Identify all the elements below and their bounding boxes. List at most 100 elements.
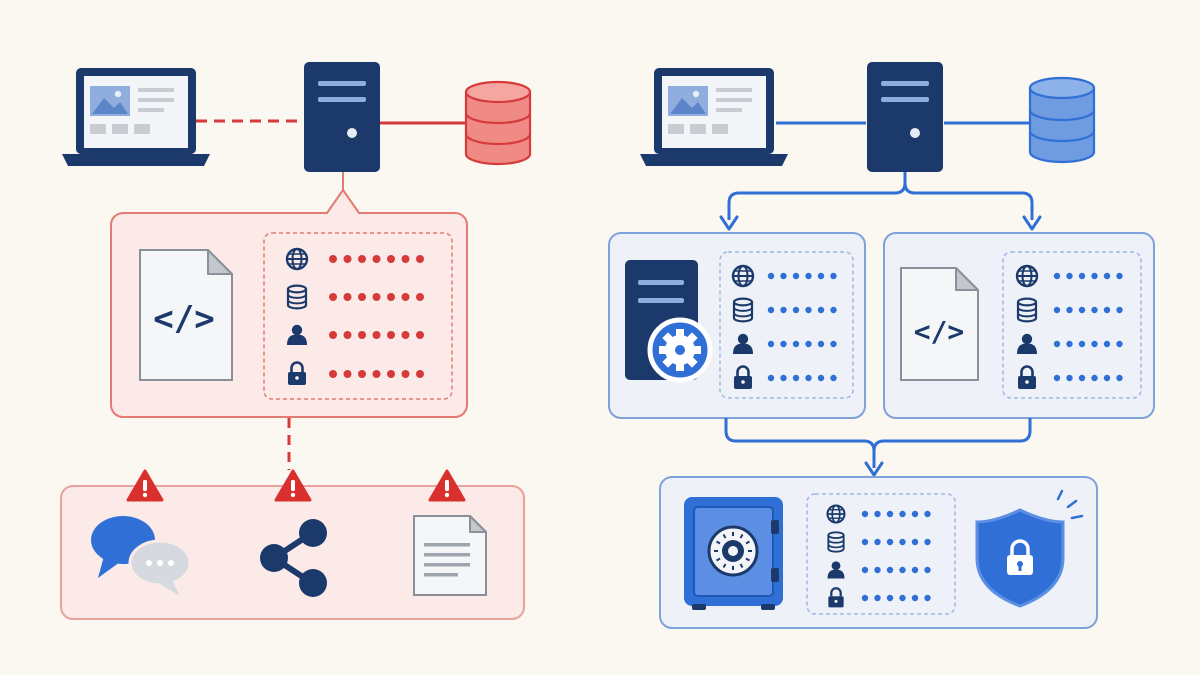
secret-dot (358, 331, 366, 339)
secret-dot (874, 594, 881, 602)
secret-dot (886, 510, 894, 518)
secret-dot (911, 538, 919, 546)
server-icon (867, 62, 943, 172)
secret-dot (1066, 374, 1073, 382)
secret-dot (416, 331, 424, 339)
secret-dot (1078, 340, 1086, 348)
dial-tick (745, 557, 750, 562)
secret-dot (1116, 306, 1123, 314)
secret-dot (780, 340, 787, 348)
secret-dot (1066, 340, 1073, 348)
secrets-list-box (719, 251, 854, 399)
secret-dot (767, 306, 775, 314)
masked-secret-dots (861, 510, 931, 602)
secret-dot (372, 293, 381, 301)
secret-dot (1091, 374, 1098, 382)
secret-dot (1053, 340, 1061, 348)
dial-tick (716, 557, 721, 562)
branch-arrow (727, 172, 907, 220)
secret-dot (911, 594, 919, 602)
secret-dot (1103, 306, 1111, 314)
secret-dot (767, 340, 775, 348)
code-glyph: </> (153, 299, 214, 339)
secret-dot (899, 538, 906, 546)
document-icon (413, 515, 487, 596)
secret-dot (924, 510, 931, 518)
secret-dot (886, 538, 894, 546)
secret-dot (805, 340, 812, 348)
secret-dot (817, 340, 825, 348)
secret-dot (401, 331, 410, 339)
secret-dot (780, 306, 787, 314)
secret-dot (911, 566, 919, 574)
arrow-head (1022, 215, 1042, 231)
secret-dot (1066, 272, 1073, 280)
secret-dot (1053, 272, 1061, 280)
secret-dot (1116, 272, 1123, 280)
secret-dot (924, 594, 931, 602)
chat-bubbles-icon (91, 516, 192, 596)
secret-dot (861, 538, 869, 546)
secret-dot (792, 340, 800, 348)
secret-dot (1116, 340, 1123, 348)
secret-dot (924, 538, 931, 546)
secret-dot (861, 594, 869, 602)
secret-dot (817, 306, 825, 314)
secrets-list-box (263, 232, 453, 400)
arrow-head (864, 461, 884, 477)
secret-dot (924, 566, 931, 574)
merge-arrow (872, 418, 1032, 452)
secret-dot (911, 510, 919, 518)
secret-dot (329, 370, 337, 378)
secret-dot (416, 370, 424, 378)
secret-dot (792, 374, 800, 382)
share-icon (260, 519, 327, 597)
secret-dot (343, 255, 352, 263)
secret-dot (792, 306, 800, 314)
masked-secret-dots (1053, 272, 1123, 382)
secret-dot (817, 374, 825, 382)
gear-tooth (676, 329, 684, 338)
gear-tooth (676, 362, 684, 371)
secret-dot (830, 374, 837, 382)
secret-dot (830, 340, 837, 348)
code-file-icon (900, 267, 979, 381)
server-gear-icon (625, 260, 713, 383)
secret-dot (1103, 340, 1111, 348)
secrets-list-box (1002, 251, 1142, 399)
secret-dot (1053, 306, 1061, 314)
secret-dot (358, 370, 366, 378)
secret-dot (817, 272, 825, 280)
secret-dot (861, 510, 869, 518)
secret-dot (861, 566, 869, 574)
secret-dot (372, 255, 381, 263)
secret-dot (329, 293, 337, 301)
secret-dot (387, 331, 395, 339)
secret-dot (1091, 272, 1098, 280)
secret-dot (780, 374, 787, 382)
secret-dot (1091, 306, 1098, 314)
code-glyph: </> (914, 315, 965, 348)
dial-tick (739, 563, 744, 568)
database-icon (1028, 76, 1096, 164)
server-icon (304, 62, 380, 172)
arrow-head (719, 215, 739, 231)
secret-dot (899, 510, 906, 518)
secret-dot (874, 510, 881, 518)
secret-dot (805, 272, 812, 280)
secret-dot (1091, 340, 1098, 348)
secret-dot (1078, 306, 1086, 314)
secret-dot (767, 374, 775, 382)
secret-dot (805, 374, 812, 382)
secret-dot (401, 255, 410, 263)
secret-dot (343, 370, 352, 378)
dial-tick (722, 534, 727, 539)
secret-dot (830, 272, 837, 280)
secret-dot (1066, 306, 1073, 314)
database-icon (464, 80, 532, 166)
secret-dot (329, 331, 337, 339)
secret-dot (830, 306, 837, 314)
secret-dot (387, 255, 395, 263)
secret-dot (387, 370, 395, 378)
